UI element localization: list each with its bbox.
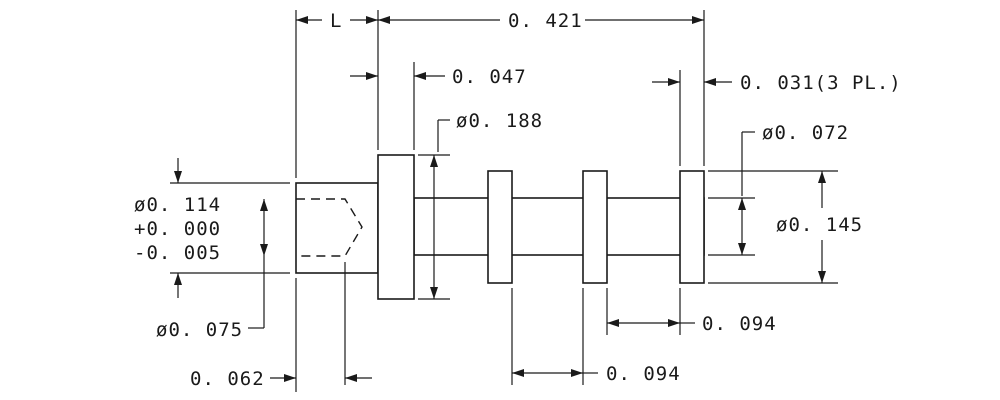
part-outline [295, 154, 705, 300]
dim-collar-thickness: 0. 031(3 PL.) [740, 72, 902, 94]
dim-bore-tolerance-plus: +0. 000 [134, 218, 221, 240]
collar-3 [679, 170, 705, 284]
dim-L: L [330, 10, 342, 32]
hidden-bore [296, 198, 363, 257]
dimension-lines [174, 16, 826, 382]
dim-overall-length: 0. 421 [508, 10, 583, 32]
collar-2 [582, 170, 608, 284]
collar-1 [487, 170, 513, 284]
dim-flange-diameter: ø0. 188 [456, 110, 543, 132]
shank [295, 182, 379, 274]
dim-bore-tolerance-minus: -0. 005 [134, 242, 221, 264]
dim-bore-depth: 0. 062 [190, 368, 265, 390]
flange [377, 154, 415, 300]
dim-body-diameter: ø0. 145 [776, 214, 863, 236]
shaft [413, 197, 705, 256]
dim-pin-diameter: ø0. 075 [156, 319, 243, 341]
dim-bore-diameter: ø0. 114 [134, 194, 221, 216]
dim-collar-spacing-lower: 0. 094 [606, 363, 681, 385]
dim-collar-diameter: ø0. 072 [762, 122, 849, 144]
extension-lines [170, 10, 838, 392]
dim-flange-thickness: 0. 047 [452, 66, 527, 88]
dim-collar-spacing-upper: 0. 094 [702, 313, 777, 335]
